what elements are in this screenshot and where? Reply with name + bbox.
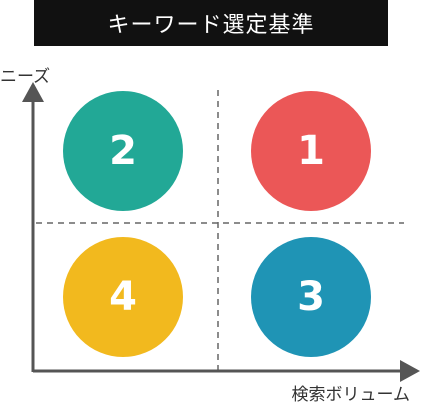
quadrant-top-left: 2 [63, 91, 183, 211]
quadrant-circle [63, 237, 183, 357]
quadrant-bottom-right: 3 [251, 237, 371, 357]
quadrant-number: 4 [109, 274, 137, 320]
quadrant-circle [63, 91, 183, 211]
quadrant-number: 3 [297, 274, 325, 320]
x-axis-arrow-icon [400, 360, 420, 382]
quadrant-number: 1 [297, 128, 325, 174]
quadrant-number: 2 [109, 128, 137, 174]
x-axis-label: 検索ボリューム [291, 385, 411, 405]
quadrant-bottom-left: 4 [63, 237, 183, 357]
quadrant-top-right: 1 [251, 91, 371, 211]
quadrant-circle [251, 91, 371, 211]
diagram-title-text: キーワード選定基準 [107, 13, 315, 38]
quadrant-circle [251, 237, 371, 357]
y-axis-label: ニーズ [0, 67, 51, 87]
y-axis-arrow-icon [22, 82, 44, 102]
diagram-title: キーワード選定基準 [34, 0, 388, 46]
